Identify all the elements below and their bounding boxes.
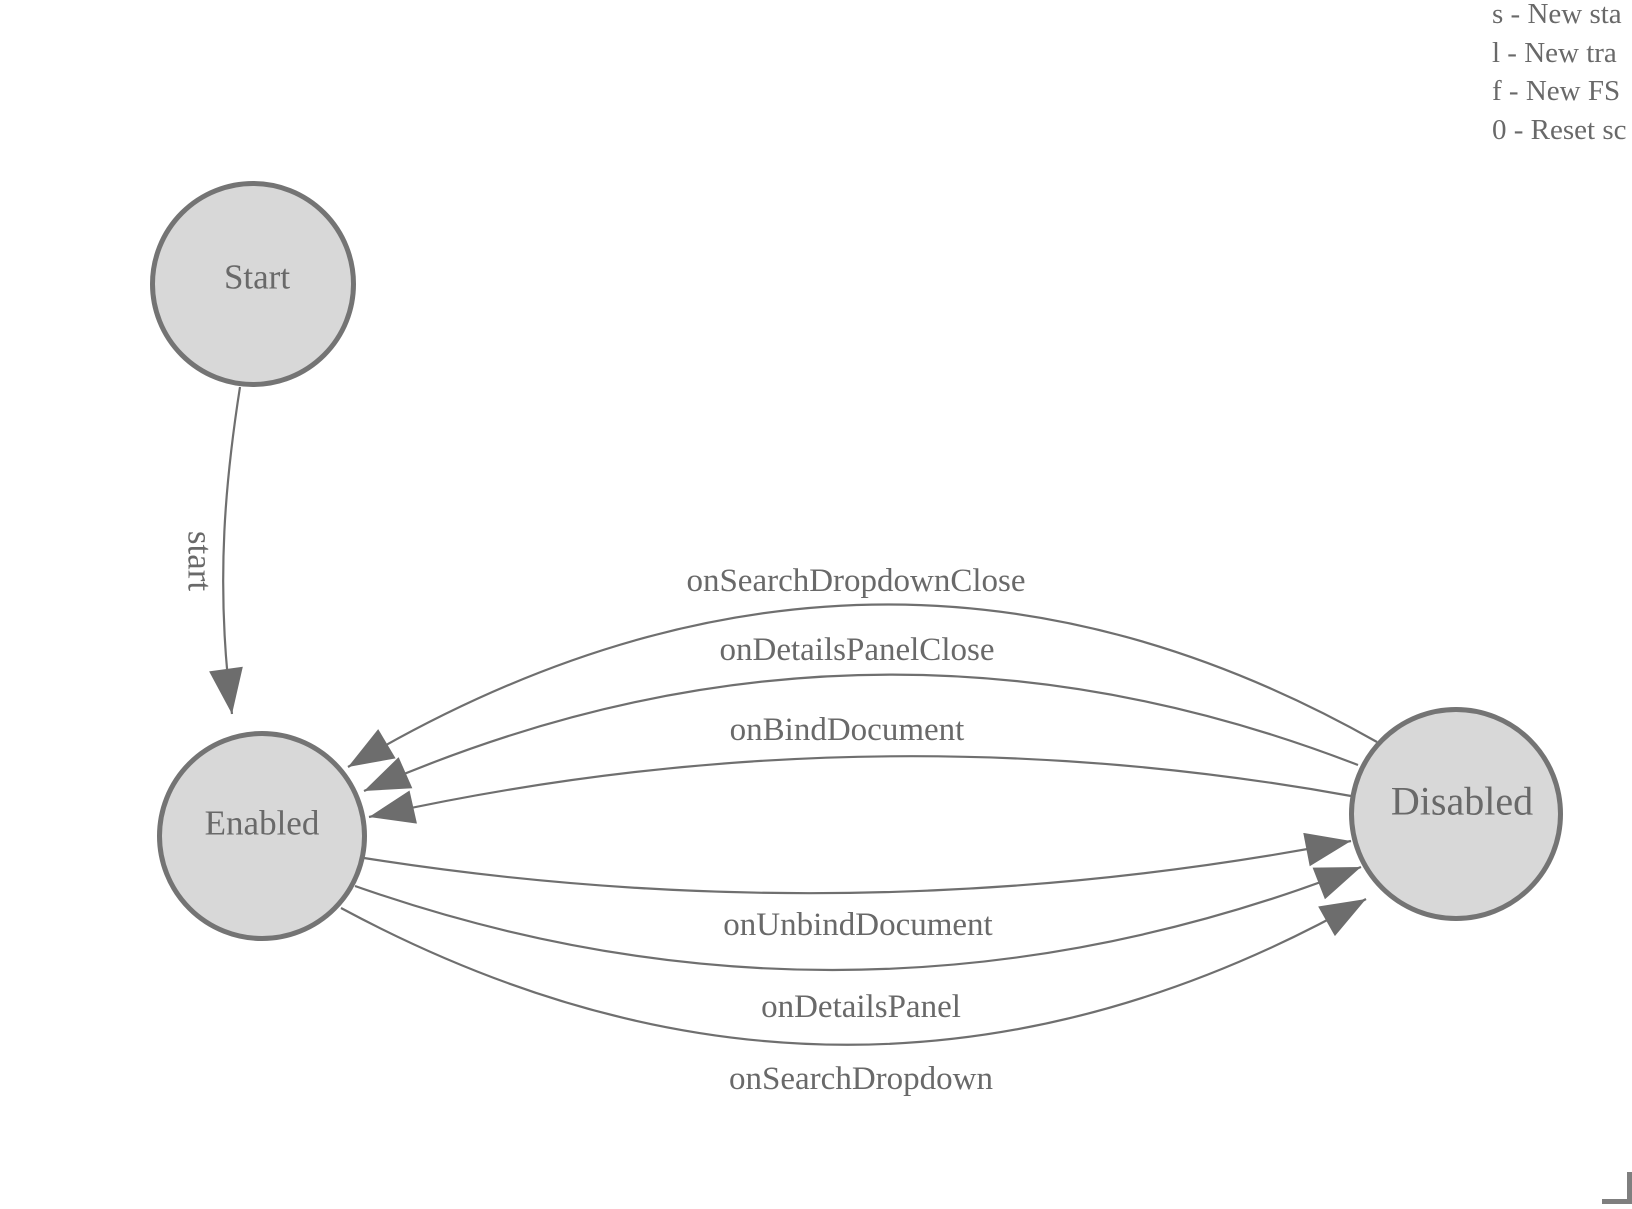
transition-edge-onbinddocument [368, 755, 1352, 824]
transition-edge-onunbinddocument [363, 832, 1352, 895]
corner-element-horizontal-bar [1602, 1199, 1632, 1204]
shortcut-legend: s - New sta l - New tra f - New FS 0 - R… [1492, 0, 1627, 150]
state-label-disabled: Disabled [1391, 779, 1533, 824]
transition-label-onunbinddocument: onUnbindDocument [723, 907, 992, 943]
transition-label-ondetailspanel: onDetailsPanel [761, 989, 961, 1025]
transition-edge-start [209, 386, 243, 715]
legend-line-new-state: s - New sta [1492, 0, 1622, 30]
transition-edge-ondetailspanel [354, 865, 1362, 972]
corner-element-vertical-bar [1627, 1172, 1632, 1204]
transition-edge-onsearchdropdown [340, 898, 1367, 1046]
state-node-disabled[interactable]: Disabled [1349, 707, 1563, 921]
state-node-start[interactable]: Start [150, 181, 356, 387]
state-circle-enabled[interactable] [157, 731, 367, 941]
transition-label-onsearchdropdown: onSearchDropdown [729, 1061, 993, 1097]
state-label-enabled: Enabled [205, 804, 320, 843]
state-node-enabled[interactable]: Enabled [157, 731, 367, 941]
transition-label-start: start [181, 531, 220, 592]
transition-label-onsearchdropdownclose: onSearchDropdownClose [686, 563, 1025, 599]
transition-label-onbinddocument: onBindDocument [730, 712, 965, 748]
transition-edge-ondetailspanelclose [363, 673, 1359, 793]
legend-line-reset: 0 - Reset sc [1492, 114, 1627, 147]
state-circle-disabled[interactable] [1349, 707, 1563, 921]
transition-label-ondetailspanelclose: onDetailsPanelClose [720, 632, 995, 668]
legend-line-new-transition: l - New tra [1492, 36, 1617, 69]
state-label-start: Start [224, 258, 290, 297]
state-circle-start[interactable] [150, 181, 356, 387]
legend-line-new-fsm: f - New FS [1492, 75, 1621, 108]
transition-edge-onsearchdropdownclose [347, 603, 1378, 768]
